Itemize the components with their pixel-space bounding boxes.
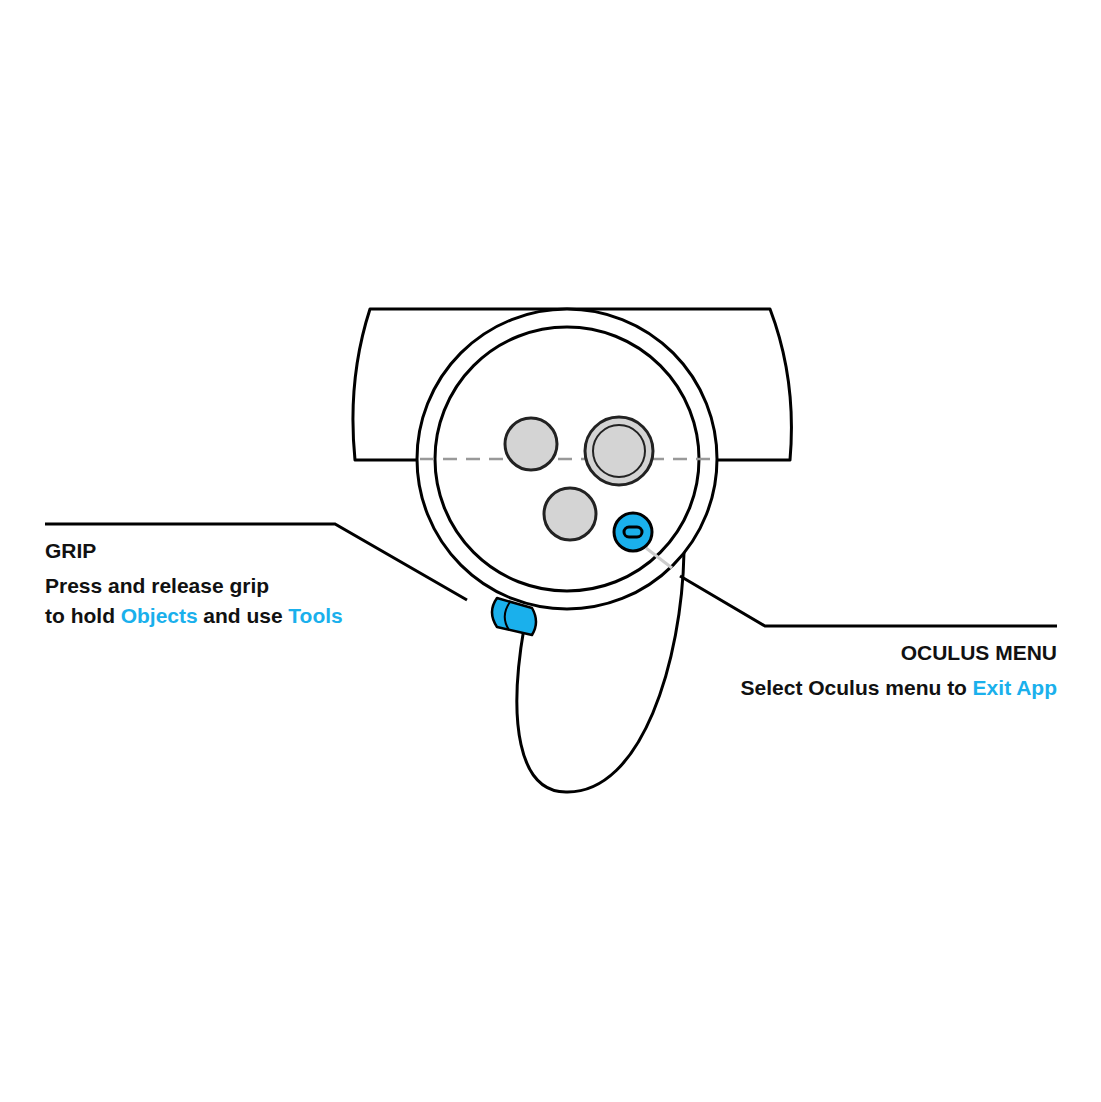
menu-shadow-line — [646, 548, 672, 568]
thumbstick — [585, 417, 653, 485]
oculus-logo — [624, 527, 642, 537]
highlight-text: Objects — [121, 604, 198, 627]
callout-line: GRIP — [45, 538, 96, 563]
callout-line: Press and release grip — [45, 573, 269, 598]
callout-text: Press and release grip — [45, 574, 269, 597]
thumbstick-cap — [593, 425, 645, 477]
leader-line — [45, 524, 467, 600]
leader-line — [680, 576, 1057, 626]
face-button — [505, 418, 557, 470]
face-button — [544, 488, 596, 540]
callout-line: Select Oculus menu to Exit App — [741, 675, 1057, 700]
callout-text: to hold — [45, 604, 115, 627]
callout-heading: GRIP — [45, 539, 96, 562]
callout-heading: OCULUS MENU — [901, 641, 1057, 664]
dashed-axis — [420, 458, 716, 461]
highlight-text: Tools — [288, 604, 342, 627]
callout-text: and use — [203, 604, 282, 627]
highlight-text: Exit App — [973, 676, 1057, 699]
ring-outer — [417, 309, 717, 609]
grip-trigger — [492, 598, 536, 635]
oculus-button — [614, 513, 652, 551]
callout-line: to hold Objectsand use Tools — [45, 603, 343, 628]
callout-line: OCULUS MENU — [901, 640, 1057, 665]
callout-text: Select Oculus menu to — [741, 676, 967, 699]
